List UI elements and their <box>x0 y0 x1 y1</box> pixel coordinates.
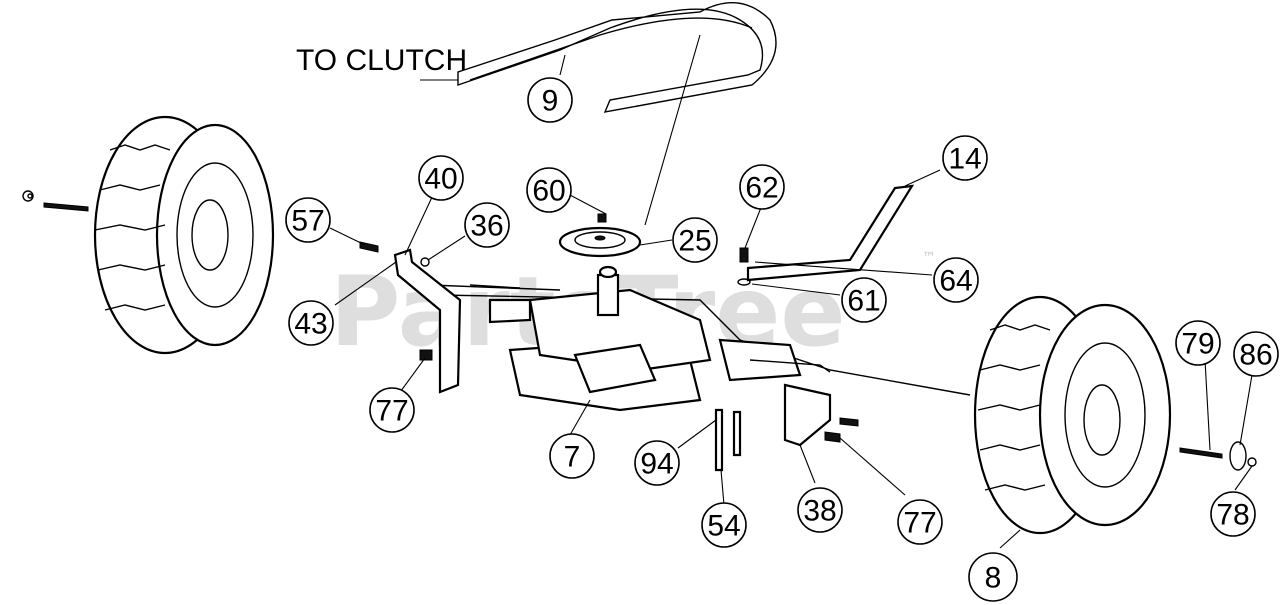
svg-text:54: 54 <box>707 510 740 543</box>
callout-60[interactable]: 60 <box>526 167 572 213</box>
leader-lines <box>329 34 1253 549</box>
callout-77-left[interactable]: 77 <box>369 387 415 433</box>
callout-57[interactable]: 57 <box>285 197 331 243</box>
right-bracket <box>783 383 859 447</box>
callout-40[interactable]: 40 <box>418 155 464 201</box>
callout-7[interactable]: 7 <box>549 433 595 479</box>
svg-text:79: 79 <box>1181 328 1214 361</box>
svg-text:25: 25 <box>678 225 711 258</box>
svg-text:64: 64 <box>939 265 972 298</box>
callout-61[interactable]: 61 <box>841 277 887 323</box>
svg-text:8: 8 <box>985 562 1002 595</box>
watermark-tm: ™ <box>922 250 936 266</box>
callout-77-right[interactable]: 77 <box>897 499 943 545</box>
svg-text:62: 62 <box>745 172 778 205</box>
bolts <box>714 408 742 472</box>
clutch-label: TO CLUTCH <box>296 44 467 77</box>
left-axle-hardware <box>22 190 89 212</box>
pulley <box>558 213 642 258</box>
callout-14[interactable]: 14 <box>942 135 988 181</box>
left-wheel <box>93 115 275 355</box>
transaxle <box>429 265 971 412</box>
right-wheel <box>973 295 1172 535</box>
svg-text:7: 7 <box>564 441 581 474</box>
svg-text:94: 94 <box>640 448 673 481</box>
svg-text:36: 36 <box>470 210 503 243</box>
right-axle-hardware <box>1179 441 1257 471</box>
svg-text:61: 61 <box>847 285 880 318</box>
callout-78[interactable]: 78 <box>1210 491 1256 537</box>
svg-text:57: 57 <box>291 205 324 238</box>
svg-text:78: 78 <box>1216 499 1249 532</box>
svg-text:43: 43 <box>294 308 327 341</box>
svg-text:9: 9 <box>542 85 559 118</box>
svg-text:77: 77 <box>375 395 408 428</box>
shift-arm <box>737 184 915 286</box>
svg-text:14: 14 <box>948 143 981 176</box>
callout-9[interactable]: 9 <box>527 77 573 123</box>
callout-38[interactable]: 38 <box>797 487 843 533</box>
svg-text:77: 77 <box>903 507 936 540</box>
callout-54[interactable]: 54 <box>701 502 747 548</box>
callout-86[interactable]: 86 <box>1233 331 1279 377</box>
callout-43[interactable]: 43 <box>288 300 334 346</box>
callout-94[interactable]: 94 <box>634 440 680 486</box>
left-bracket <box>359 241 462 394</box>
callout-64[interactable]: 64 <box>933 257 979 303</box>
svg-text:40: 40 <box>424 163 457 196</box>
callout-25[interactable]: 25 <box>672 217 718 263</box>
svg-text:38: 38 <box>803 495 836 528</box>
svg-text:60: 60 <box>532 175 565 208</box>
callout-79[interactable]: 79 <box>1175 320 1221 366</box>
callout-36[interactable]: 36 <box>464 202 510 248</box>
svg-text:86: 86 <box>1239 339 1272 372</box>
callout-8[interactable]: 8 <box>968 552 1018 602</box>
drive-belt <box>457 2 777 113</box>
callout-62[interactable]: 62 <box>739 164 785 210</box>
